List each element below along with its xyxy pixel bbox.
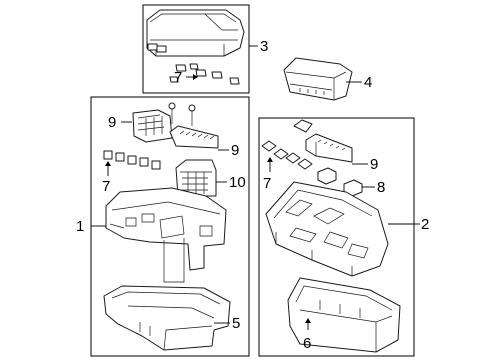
relay-block-left <box>132 109 173 143</box>
lower-tray <box>103 285 231 351</box>
callout-6: 6 <box>303 335 311 352</box>
callout-5: 5 <box>232 315 240 332</box>
callout-9-right: 9 <box>370 156 378 173</box>
callout-4: 4 <box>364 74 372 91</box>
top-fuse-set <box>147 43 240 85</box>
callout-7-right: 7 <box>263 175 271 192</box>
bolts <box>168 102 196 126</box>
left-fuse-set <box>103 150 161 170</box>
right-fuse-set <box>261 140 313 170</box>
callout-7-left: 7 <box>102 178 110 195</box>
callout-2: 2 <box>421 216 429 233</box>
callout-9-left-top: 9 <box>108 114 116 131</box>
fuse-strip-left <box>169 125 219 149</box>
left-group-frame <box>90 96 250 357</box>
upper-housing <box>265 181 389 277</box>
callout-8: 8 <box>377 179 385 196</box>
junction-block <box>175 159 217 197</box>
relays <box>317 167 363 197</box>
callout-3: 3 <box>260 38 268 55</box>
callout-7-top: 7 <box>174 69 182 86</box>
callout-10: 10 <box>229 174 246 191</box>
control-module <box>283 57 353 101</box>
callout-9-left-mid: 9 <box>231 142 239 159</box>
main-fuse-box <box>105 187 227 283</box>
lower-housing <box>287 277 401 353</box>
callout-1: 1 <box>76 218 84 235</box>
small-cap <box>293 119 313 133</box>
relay-block-right <box>305 133 353 163</box>
right-group-frame <box>258 117 415 357</box>
top-group-frame <box>142 4 250 94</box>
